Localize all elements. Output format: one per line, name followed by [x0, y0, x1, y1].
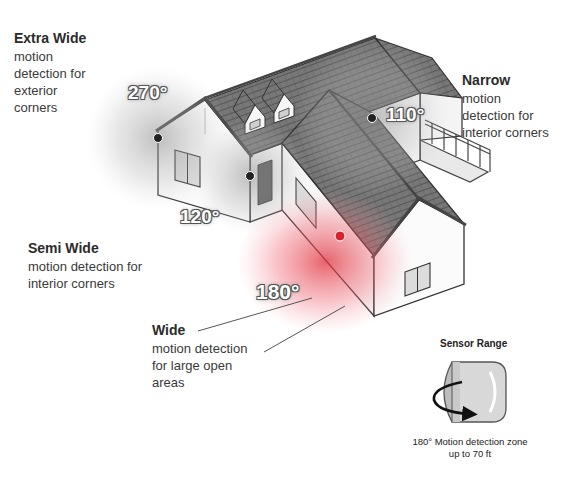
- angle-label: 110°: [386, 104, 424, 126]
- zone-description: motion detection for exterior corners: [14, 48, 94, 116]
- sensor-dot: [368, 114, 377, 123]
- zone-heading: Wide: [152, 322, 185, 339]
- zone-heading: Semi Wide: [28, 240, 99, 257]
- angle-label: 270°: [128, 82, 167, 104]
- dormer: [274, 94, 294, 123]
- zone-description: motion detection for interior corners: [28, 258, 153, 292]
- window-bar: [417, 268, 418, 292]
- sensor-dot: [154, 134, 163, 143]
- icon-caption: 180° Motion detection zone up to 70 ft: [411, 436, 529, 460]
- sensor-dot: [246, 172, 255, 181]
- sensor-dot: [335, 231, 345, 241]
- zone-heading: Narrow: [462, 72, 510, 89]
- zone-description: motion detection for interior corners: [462, 90, 550, 141]
- sensor-icon: [434, 362, 506, 422]
- dormer-window: [279, 108, 289, 119]
- angle-label: 180°: [256, 281, 299, 303]
- leader-line: [264, 306, 345, 352]
- zone-heading: Extra Wide: [14, 30, 86, 47]
- angle-label: 120°: [180, 206, 219, 228]
- icon-heading: Sensor Range: [440, 338, 507, 350]
- detection-zone: [294, 40, 450, 196]
- zone-description: motion detection for large open areas: [152, 340, 262, 391]
